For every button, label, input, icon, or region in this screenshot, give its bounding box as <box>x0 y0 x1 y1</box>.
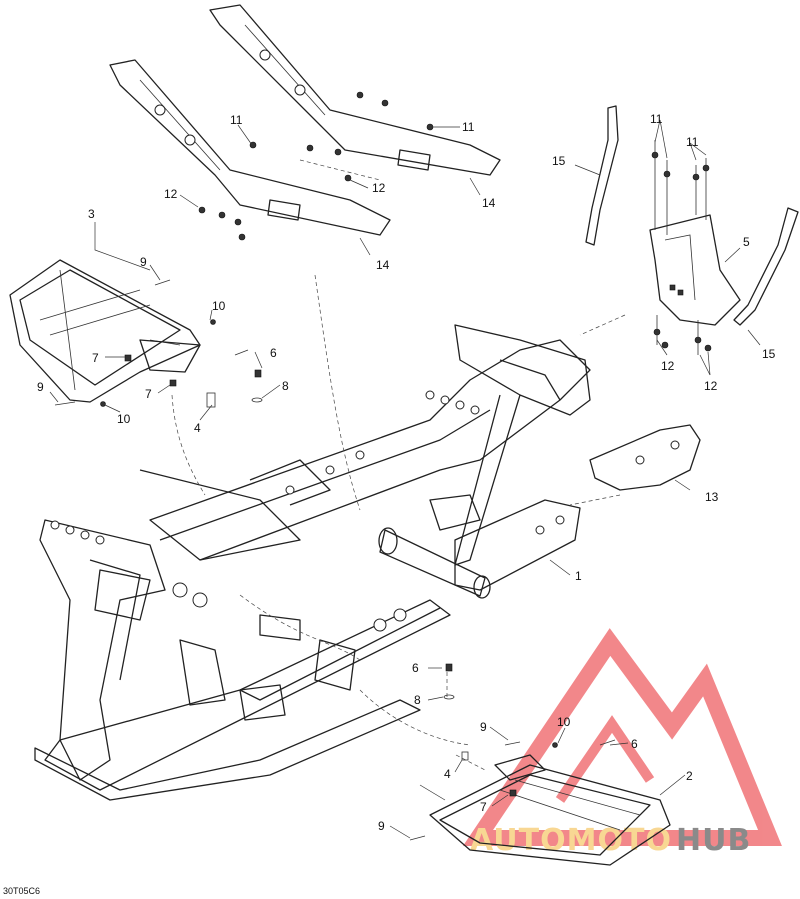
callout-1: 1 <box>575 569 582 583</box>
watermark-inner-shape <box>555 715 655 803</box>
callout-labels: 1 2 3 4 4 5 6 6 6 7 7 7 8 8 9 9 9 9 10 1… <box>3 112 776 896</box>
callout-4b: 4 <box>444 767 451 781</box>
assembly-paths <box>171 159 626 771</box>
callout-9c: 9 <box>480 720 487 734</box>
watermark-mountain-shape <box>462 628 782 846</box>
front-rack <box>429 754 671 866</box>
callout-7a: 7 <box>92 351 99 365</box>
callout-15b: 15 <box>762 347 776 361</box>
callout-11b: 11 <box>462 120 475 134</box>
callout-12b: 12 <box>372 181 386 195</box>
callout-14b: 14 <box>376 258 390 272</box>
leader-lines <box>49 119 761 839</box>
rear-rack <box>9 259 201 403</box>
side-plate-13 <box>589 424 701 491</box>
callout-11c: 11 <box>650 112 663 126</box>
upper-rail-left <box>109 59 391 236</box>
callout-3: 3 <box>88 207 95 221</box>
callout-12d: 12 <box>704 379 718 393</box>
callout-10a: 10 <box>212 299 226 313</box>
figure-code: 30T05C6 <box>3 886 40 896</box>
watermark-brand-right: HUB <box>676 823 751 858</box>
callout-8b: 8 <box>414 693 421 707</box>
main-frame <box>34 324 591 801</box>
brace-15-right <box>733 207 799 326</box>
brand-watermark: AUTOMOTO HUB <box>462 628 782 858</box>
callout-12c: 12 <box>661 359 675 373</box>
callout-9b: 9 <box>37 380 44 394</box>
brace-15-left <box>585 105 619 246</box>
callout-6b: 6 <box>412 661 419 675</box>
callout-7c: 7 <box>480 800 487 814</box>
callout-9d: 9 <box>378 819 385 833</box>
callout-5: 5 <box>743 235 750 249</box>
callout-2: 2 <box>686 769 693 783</box>
callout-9a: 9 <box>140 255 147 269</box>
callout-10b: 10 <box>117 412 131 426</box>
callout-11a: 11 <box>230 113 243 127</box>
bracket-assembly-5 <box>649 214 741 326</box>
callout-12a: 12 <box>164 187 178 201</box>
callout-13: 13 <box>705 490 719 504</box>
callout-8a: 8 <box>282 379 289 393</box>
callout-14a: 14 <box>482 196 496 210</box>
callout-7b: 7 <box>145 387 152 401</box>
callout-11d: 11 <box>686 135 699 149</box>
upper-rail-right <box>209 4 501 176</box>
fasteners <box>54 91 712 841</box>
callout-10c: 10 <box>557 715 571 729</box>
callout-4a: 4 <box>194 421 201 435</box>
callout-6c: 6 <box>631 737 638 751</box>
callout-6a: 6 <box>270 346 277 360</box>
callout-15a: 15 <box>552 154 566 168</box>
